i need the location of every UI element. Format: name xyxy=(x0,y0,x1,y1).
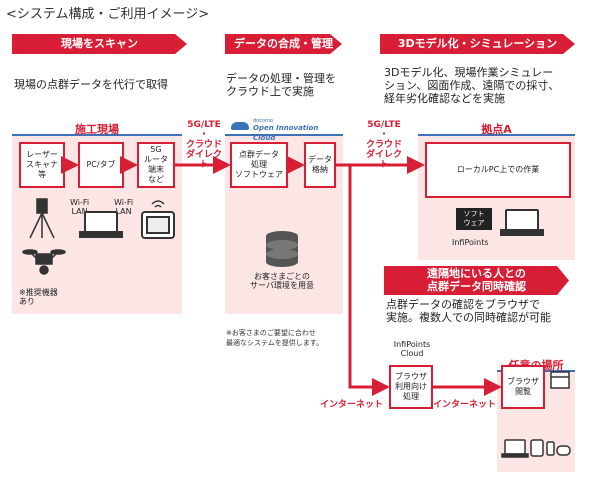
browser-view-box: ブラウザ 閲覧 xyxy=(501,365,545,409)
desc-process: データの処理・管理を クラウド上で実施 xyxy=(226,72,336,98)
software-box: 点群データ 処理 ソフトウェア xyxy=(230,142,288,188)
site-panel-title: 施工現場 xyxy=(75,123,119,136)
infipoints-cloud-label: InfiPoints Cloud xyxy=(393,340,431,358)
arrow-storage-remote xyxy=(348,165,390,396)
banner-process: データの合成・管理 xyxy=(225,34,342,54)
page-title: <システム構成・ご利用イメージ> xyxy=(6,7,210,22)
cloud-logo-icon xyxy=(231,122,249,130)
browser-process-box: ブラウザ 利用向け 処理 xyxy=(389,365,433,409)
banner-model: 3Dモデル化・シミュレーション xyxy=(380,34,575,54)
storage-box: データ 格納 xyxy=(304,142,336,188)
desc-model: 3Dモデル化、現場作業シミュレー ション、図面作成、遠隔での採寸、 経年劣化確認… xyxy=(384,66,560,105)
link-label-2: 5G/LTE ・ クラウド ダイレクト xyxy=(365,120,402,170)
desc-remote: 点群データの確認をブラウザで 実施。複数人での同時確認が可能 xyxy=(386,298,551,324)
wifi-label-left: Wi-Fi LAN xyxy=(70,198,90,216)
local-pc-box: ローカルPC上での作業 xyxy=(425,142,571,198)
base-panel-header: 拠点A xyxy=(418,118,575,136)
cloud-logo: Open Innovation Cloud xyxy=(253,124,319,142)
site-panel-header: 施工現場 xyxy=(12,118,182,136)
link-label-1: 5G/LTE ・ クラウド ダイレクト xyxy=(185,120,222,170)
pc-tablet-box: PC/タブ xyxy=(78,142,124,188)
base-panel-title: 拠点A xyxy=(481,123,512,136)
internet-label-1: インターネット xyxy=(320,400,384,410)
server-label: お客さまごとの サーバ環境を用意 xyxy=(250,272,314,290)
wifi-label-right: Wi-Fi LAN xyxy=(114,198,134,216)
router-box: 5G ルータ 端末 など xyxy=(137,142,175,188)
drone-note: ※推奨機器 あり xyxy=(19,288,58,306)
desc-scan: 現場の点群データを代行で取得 xyxy=(14,78,168,91)
cloud-panel-header: docomo Open Innovation Cloud xyxy=(225,118,343,142)
laser-scanner-box: レーザー スキャナ 等 xyxy=(19,142,65,188)
banner-scan: 現場をスキャン xyxy=(12,34,187,54)
cloud-note: ※お客さまのご要望に合わせ 最適なシステムを提供します。 xyxy=(226,329,324,347)
internet-label-2: インターネット xyxy=(433,400,497,410)
banner-remote: 遠隔地にいる人との 点群データ同時確認 xyxy=(384,266,569,295)
cloud-logo-small: docomo xyxy=(253,118,273,124)
infipoints-label: InfiPoints xyxy=(452,238,489,247)
software-badge: ソフト ウェア xyxy=(456,208,492,230)
